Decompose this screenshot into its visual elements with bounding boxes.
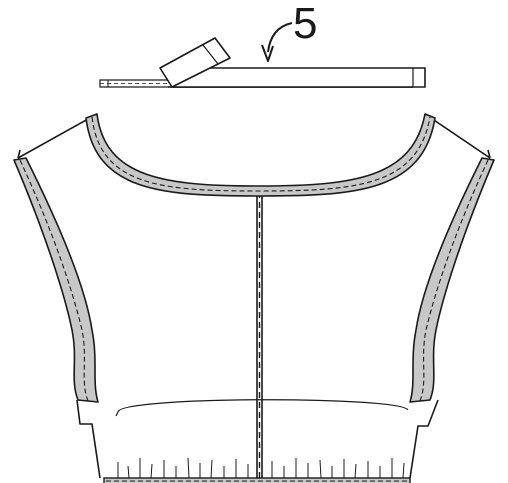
folded-strip-end	[159, 37, 231, 88]
step-number-label: 5	[293, 0, 318, 48]
waistband	[103, 477, 411, 483]
neckline-binding	[85, 113, 436, 197]
garment-outline	[17, 113, 491, 483]
step-arrow-icon	[261, 22, 293, 62]
binding-strip	[99, 37, 426, 88]
left-armhole-binding	[13, 157, 99, 403]
right-armhole-binding	[409, 157, 495, 403]
gathering-lines	[117, 457, 405, 479]
